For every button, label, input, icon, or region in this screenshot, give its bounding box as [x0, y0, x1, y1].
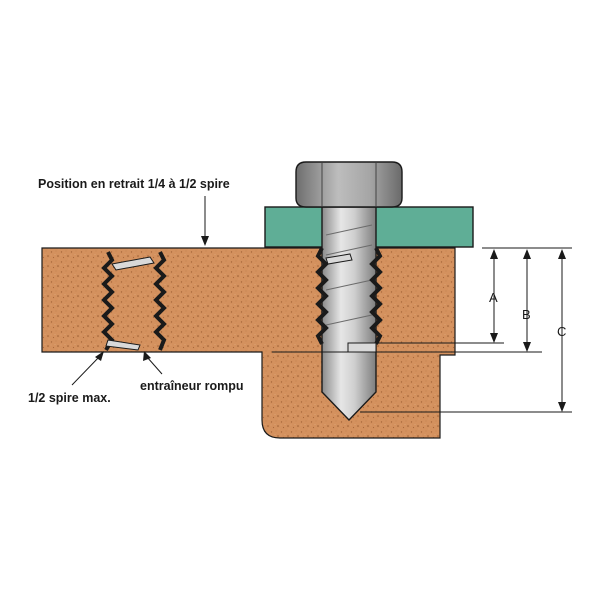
- bolt-shank: [321, 206, 377, 422]
- label-position: Position en retrait 1/4 à 1/2 spire: [38, 177, 230, 191]
- half-turn-arrow: [71, 355, 101, 386]
- half-turn-arrow-head: [95, 351, 104, 361]
- label-half-turn: 1/2 spire max.: [28, 391, 111, 405]
- dimension-b-label: B: [522, 307, 531, 322]
- broken-tang-arrow: [146, 356, 163, 375]
- bolt-thread-lines: [325, 224, 373, 326]
- position-arrow-head: [201, 236, 209, 246]
- dimension-c: [558, 249, 566, 412]
- dimension-b: [523, 249, 531, 352]
- label-broken-tang: entraîneur rompu: [140, 379, 244, 393]
- dimension-c-label: C: [557, 324, 566, 339]
- dimension-a: [490, 249, 498, 343]
- reference-lines: [272, 247, 572, 413]
- bolt-head-facets: [321, 163, 377, 206]
- dimension-a-label: A: [489, 290, 498, 305]
- insert-coil-top: [325, 253, 353, 265]
- bolt-head: [295, 161, 403, 208]
- broken-tang-arrow-head: [143, 351, 151, 361]
- insert-coil-bottom: [347, 342, 377, 353]
- insert-thread-left: [315, 247, 329, 345]
- insert-thread-right: [369, 247, 383, 345]
- left-threaded-hole: [101, 251, 167, 352]
